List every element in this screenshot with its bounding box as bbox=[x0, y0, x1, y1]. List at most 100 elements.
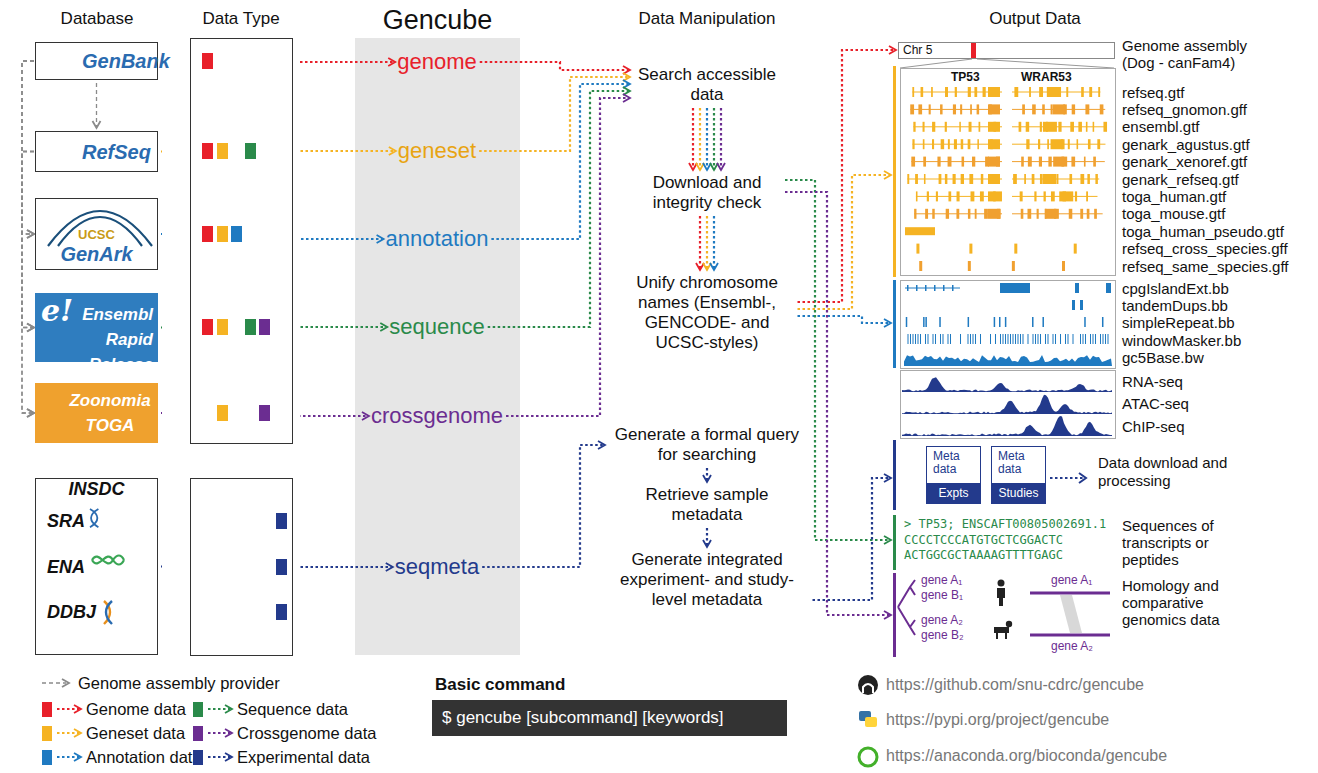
genome-track bbox=[970, 104, 972, 114]
connector bbox=[27, 409, 34, 417]
genome-track bbox=[961, 139, 964, 149]
genome-track bbox=[902, 377, 1112, 392]
url-text: https://github.com/snu-cdrc/gencube bbox=[886, 676, 1144, 694]
node-text: Meta data bbox=[933, 450, 975, 476]
genome-track bbox=[1078, 122, 1082, 132]
genome-track bbox=[1090, 334, 1091, 344]
column-heading: Output Data bbox=[989, 9, 1081, 29]
genome-track bbox=[968, 87, 971, 97]
genome-track bbox=[943, 285, 945, 291]
genome-track bbox=[950, 334, 951, 344]
connector-line bbox=[798, 316, 892, 323]
node-text: RefSeq bbox=[82, 141, 151, 164]
genome-track bbox=[902, 377, 1112, 436]
genome-track bbox=[1045, 209, 1059, 219]
database-logo bbox=[90, 509, 98, 527]
genome-track bbox=[952, 285, 954, 291]
genome-track bbox=[934, 285, 936, 291]
genome-track bbox=[1069, 209, 1073, 219]
connector-line bbox=[798, 50, 897, 302]
connector bbox=[22, 61, 34, 332]
data-type-panel bbox=[191, 479, 293, 656]
genome-track bbox=[1087, 209, 1090, 219]
genome-track bbox=[975, 209, 977, 219]
genome-track bbox=[1084, 317, 1086, 327]
legend-text: Sequence data bbox=[237, 700, 348, 719]
genome-track bbox=[1098, 87, 1100, 97]
genome-track bbox=[914, 209, 916, 219]
genome-track bbox=[1080, 334, 1081, 344]
data-type-panel bbox=[245, 143, 256, 159]
connector bbox=[480, 62, 630, 74]
database-box: UCSCGenArk bbox=[35, 198, 158, 270]
node-text: gene A₂ bbox=[921, 613, 963, 627]
connector bbox=[488, 87, 630, 327]
file-label: windowMasker.bb bbox=[1122, 332, 1241, 349]
node-text: Basic command bbox=[435, 675, 565, 695]
legend-swatch bbox=[42, 750, 52, 765]
genome-track bbox=[1028, 209, 1032, 219]
connector-line bbox=[713, 108, 715, 170]
genome-track bbox=[1043, 122, 1057, 132]
genome-track bbox=[1020, 191, 1023, 201]
annotation-output: cpgIslandExt.bbtandemDups.bbsimpleRepeat… bbox=[893, 280, 1318, 368]
process-step: Download and integrity check bbox=[632, 173, 782, 213]
connector bbox=[689, 108, 725, 170]
genome-track bbox=[1000, 191, 1002, 201]
connector bbox=[27, 230, 34, 238]
genome-track bbox=[1048, 157, 1051, 167]
genome-track bbox=[988, 191, 1000, 201]
connector bbox=[884, 536, 891, 544]
legend-sample bbox=[208, 708, 230, 710]
connector bbox=[884, 319, 891, 327]
genome-track bbox=[953, 104, 956, 114]
connector-line bbox=[488, 91, 630, 327]
genome-track bbox=[981, 174, 983, 184]
genome-track bbox=[1103, 334, 1104, 344]
genome-track bbox=[988, 157, 1000, 167]
node-text: Download and integrity check bbox=[632, 173, 782, 213]
genome-track bbox=[923, 122, 925, 132]
file-label: ensembl.gtf bbox=[1122, 118, 1200, 135]
legend-sample bbox=[57, 708, 79, 710]
genome-track bbox=[1106, 283, 1111, 293]
genome-track bbox=[1055, 334, 1056, 344]
connector bbox=[506, 94, 630, 416]
subcommand: seqmeta bbox=[395, 554, 479, 580]
genome-track bbox=[988, 87, 1000, 97]
genome-track bbox=[1100, 104, 1104, 114]
file-label: refseq_cross_species.gff bbox=[1122, 240, 1288, 257]
genome-track bbox=[1029, 87, 1031, 97]
node-text: Generate integrated experiment- and stud… bbox=[605, 550, 810, 610]
node-text: WRAR53 bbox=[1021, 70, 1072, 84]
database-group: INSDCSRAENADDBJ bbox=[35, 478, 158, 655]
genome-track bbox=[915, 334, 916, 344]
genome-track bbox=[994, 317, 996, 327]
connector bbox=[785, 192, 891, 619]
connector bbox=[703, 540, 711, 547]
genome-track bbox=[957, 191, 960, 201]
process-step: Generate integrated experiment- and stud… bbox=[605, 550, 810, 610]
genome-track bbox=[968, 317, 970, 327]
homology-output: gene A₁gene B₁gene A₂gene B₂gene A₁gene … bbox=[893, 573, 1318, 657]
genome-track bbox=[935, 334, 936, 344]
connector bbox=[22, 61, 34, 238]
connector bbox=[703, 468, 711, 482]
metadata-arrow bbox=[1050, 473, 1086, 483]
homology-figure bbox=[1006, 621, 1012, 627]
genome-track bbox=[945, 87, 948, 97]
process-step: Unify chromosome names (Ensembl-, GENCOD… bbox=[620, 273, 795, 353]
genome-track bbox=[1077, 139, 1079, 149]
legend-swatch bbox=[42, 726, 52, 741]
sequence-output: > TP53; ENSCAFT00805002691.1CCCCTCCCATGT… bbox=[893, 515, 1318, 570]
genome-track bbox=[928, 334, 929, 344]
node-text: crossgenome bbox=[371, 403, 503, 429]
genome-track bbox=[984, 209, 988, 219]
node-text: geneset bbox=[398, 138, 476, 164]
legend-text: Crossgenome data bbox=[237, 724, 376, 743]
connector-line bbox=[720, 108, 722, 170]
connector-line bbox=[506, 98, 630, 416]
genome-track bbox=[968, 139, 971, 149]
node-text: UCSC bbox=[36, 227, 157, 242]
